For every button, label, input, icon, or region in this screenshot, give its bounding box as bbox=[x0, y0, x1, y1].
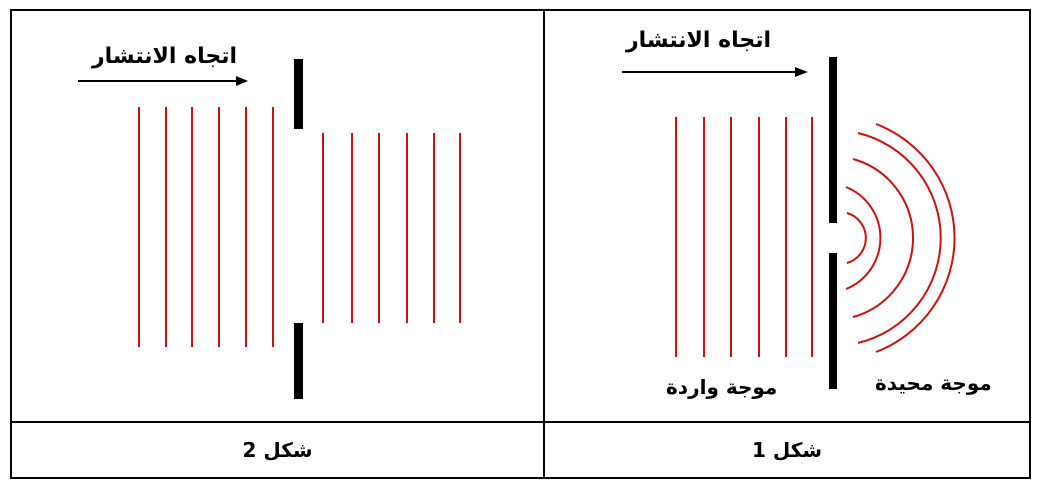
arrowhead-icon bbox=[795, 67, 808, 77]
caption-row-divider bbox=[10, 421, 1031, 423]
figure-2-diagram bbox=[78, 59, 461, 399]
incident-wave-label: موجة واردة bbox=[666, 375, 778, 399]
wavefront-arc bbox=[857, 132, 942, 344]
diffracted-wavefronts bbox=[845, 123, 956, 353]
figure-1-direction-label: اتجاه الانتشار bbox=[626, 28, 772, 53]
incident-wavefronts bbox=[138, 107, 274, 347]
wavefront-arc bbox=[845, 186, 882, 290]
incident-wavefronts bbox=[675, 117, 813, 357]
barrier bbox=[829, 57, 837, 389]
barrier-lower bbox=[294, 323, 303, 399]
figure-2-direction-label: اتجاه الانتشار bbox=[92, 44, 238, 69]
diffracted-wave-label: موجة محيدة bbox=[875, 371, 992, 395]
wavefront-arc bbox=[846, 212, 867, 264]
wavefront-arc bbox=[852, 158, 914, 318]
figure-1-caption: شكل 1 bbox=[751, 438, 823, 462]
barrier-upper bbox=[829, 57, 837, 223]
transmitted-wavefronts bbox=[322, 133, 461, 323]
barrier-upper bbox=[294, 59, 303, 129]
barrier-lower bbox=[829, 253, 837, 389]
figure-1-diagram bbox=[622, 57, 956, 389]
column-divider bbox=[543, 9, 545, 479]
arrowhead-icon bbox=[236, 76, 248, 86]
wavefront-arc bbox=[875, 123, 956, 353]
barrier bbox=[294, 59, 303, 399]
table-frame bbox=[10, 9, 1031, 479]
figure-2-caption: شكل 2 bbox=[242, 438, 313, 462]
